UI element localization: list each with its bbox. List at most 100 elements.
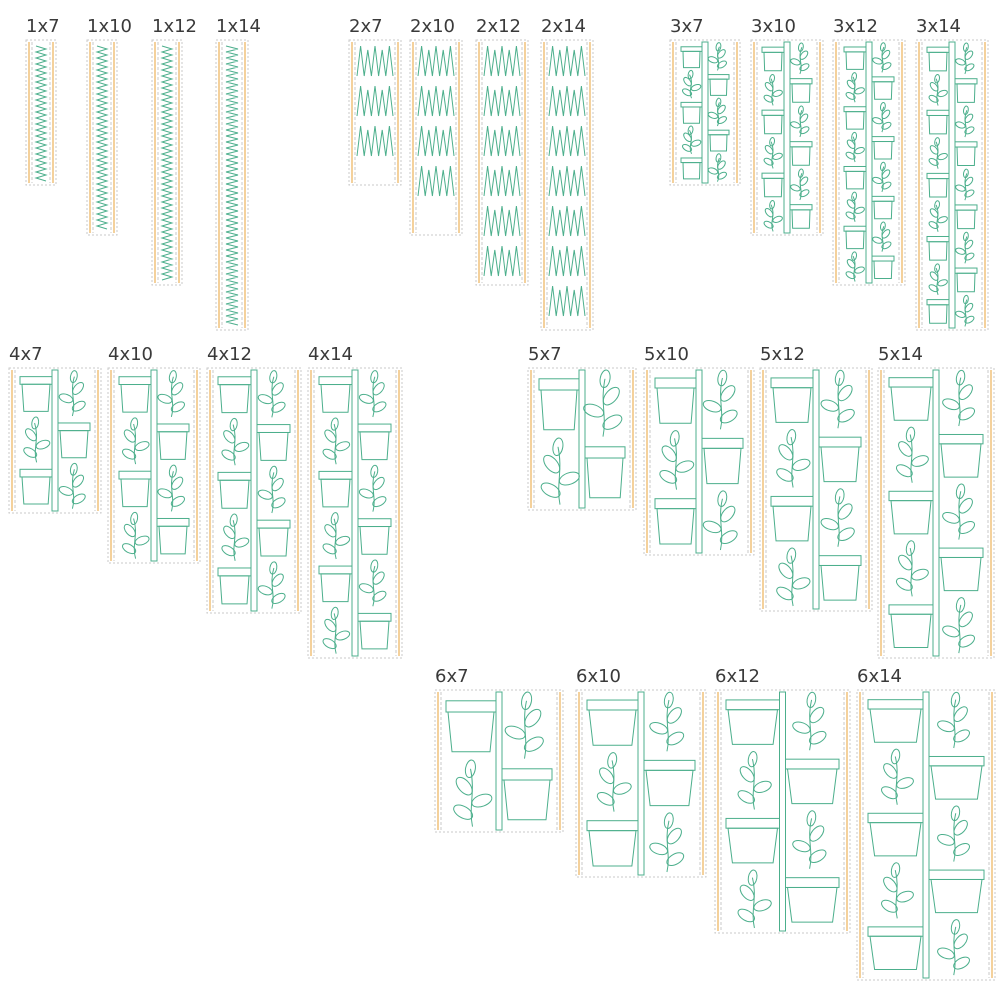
leaf-stitch [772,152,783,160]
leaf-stitch [797,168,804,178]
design-3x7[interactable]: 3x7 [669,16,741,186]
design-6x10[interactable]: 6x10 [575,666,707,878]
leaf-stitch [958,520,976,534]
design-1x14[interactable]: 1x14 [215,16,261,331]
flower-pot-stitch [820,564,860,601]
leaf-stitch [370,464,379,478]
leaf-stitch [769,136,776,147]
flower-pot-stitch [845,111,865,130]
leaf-stitch [71,493,86,505]
plant-stem-stitch [935,267,939,296]
hoop-outline [575,689,707,878]
design-1x7[interactable]: 1x7 [25,16,60,186]
leaf-stitch [675,460,695,473]
leaf-stitch [599,369,611,389]
leaf-stitch [58,486,74,496]
design-6x12[interactable]: 6x12 [714,666,851,934]
leaf-stitch [257,585,273,596]
size-label: 5x14 [878,344,923,365]
hoop-outline [107,367,201,564]
leaf-stitch [707,167,719,175]
flower-pot-stitch [928,241,948,261]
leaf-stitch [890,862,901,878]
leaf-stitch [171,382,184,396]
plant-stem-stitch [333,613,337,654]
leaf-stitch [358,393,374,404]
leaf-stitch [335,535,351,546]
plant-stem-stitch [790,437,794,488]
leaf-stitch [896,890,914,903]
design-4x12[interactable]: 4x12 [206,344,302,614]
leaf-stitch [958,611,973,628]
design-2x7[interactable]: 2x7 [348,16,402,186]
design-4x7[interactable]: 4x7 [8,344,102,514]
leaf-stitch [845,91,856,100]
design-1x12[interactable]: 1x12 [151,16,197,286]
leaf-stitch [58,393,74,404]
design-3x14[interactable]: 3x14 [915,16,989,331]
plant-stem-stitch [372,471,376,512]
design-2x14[interactable]: 2x14 [540,16,594,331]
leaf-stitch [845,151,856,160]
leaf-stitch [558,471,580,486]
design-5x12[interactable]: 5x12 [759,344,873,612]
leaf-stitch [715,97,722,108]
design-4x14[interactable]: 4x14 [307,344,403,659]
flower-pot-stitch [503,779,551,821]
leaf-stitch [934,74,941,84]
flower-pot-stitch [709,134,728,152]
pot-rim [256,424,291,433]
design-3x10[interactable]: 3x10 [750,16,824,236]
design-2x10[interactable]: 2x10 [409,16,463,236]
leaf-stitch [964,239,974,250]
design-5x10[interactable]: 5x10 [643,344,755,556]
leaf-stitch [964,302,974,313]
size-label: 3x7 [670,16,704,37]
design-6x14[interactable]: 6x14 [856,666,996,981]
leaf-stitch [953,933,968,950]
leaf-stitch [958,497,973,514]
leaf-stitch [937,833,955,846]
design-5x14[interactable]: 5x14 [877,344,995,659]
leaf-stitch [335,630,351,641]
design-5x7[interactable]: 5x7 [527,344,637,511]
leaf-stitch [358,488,374,499]
leaf-stitch [271,401,286,413]
design-6x7[interactable]: 6x7 [434,666,564,833]
pot-rim [586,820,639,832]
pot-rim [871,76,895,83]
leaf-stitch [23,447,38,458]
leaf-stitch [717,104,726,115]
leaf-stitch [955,184,966,192]
leaf-stitch [72,474,85,488]
leaf-stitch [786,429,797,446]
leaf-stitch [953,842,970,856]
flower-pot-stitch [791,83,811,103]
pot-rim [770,377,814,389]
leaf-stitch [854,87,865,95]
pot-rim [926,235,950,243]
flower-pot-stitch [786,886,838,923]
plant-stem-stitch [716,102,720,127]
size-label: 1x10 [87,16,132,37]
leaf-stitch [881,899,898,913]
pot-rim [643,759,696,771]
design-2x12[interactable]: 2x12 [475,16,529,286]
design-3x12[interactable]: 3x12 [832,16,906,286]
leaf-stitch [504,725,526,740]
flower-pot-stitch [645,769,694,807]
plant-stem-stitch [170,376,174,418]
pot-rim [318,470,353,480]
leaf-stitch [271,497,286,509]
design-1x10[interactable]: 1x10 [86,16,132,236]
plant-stem-stitch [372,565,376,607]
grass-blades-stitch [483,45,521,77]
leaf-stitch [929,271,939,281]
plant-stem-stitch [935,78,939,106]
leaf-stitch [763,220,774,229]
flower-pot-stitch [845,170,865,190]
leaf-stitch [739,884,755,901]
design-4x10[interactable]: 4x10 [107,344,201,564]
hoop-outline [8,367,102,514]
